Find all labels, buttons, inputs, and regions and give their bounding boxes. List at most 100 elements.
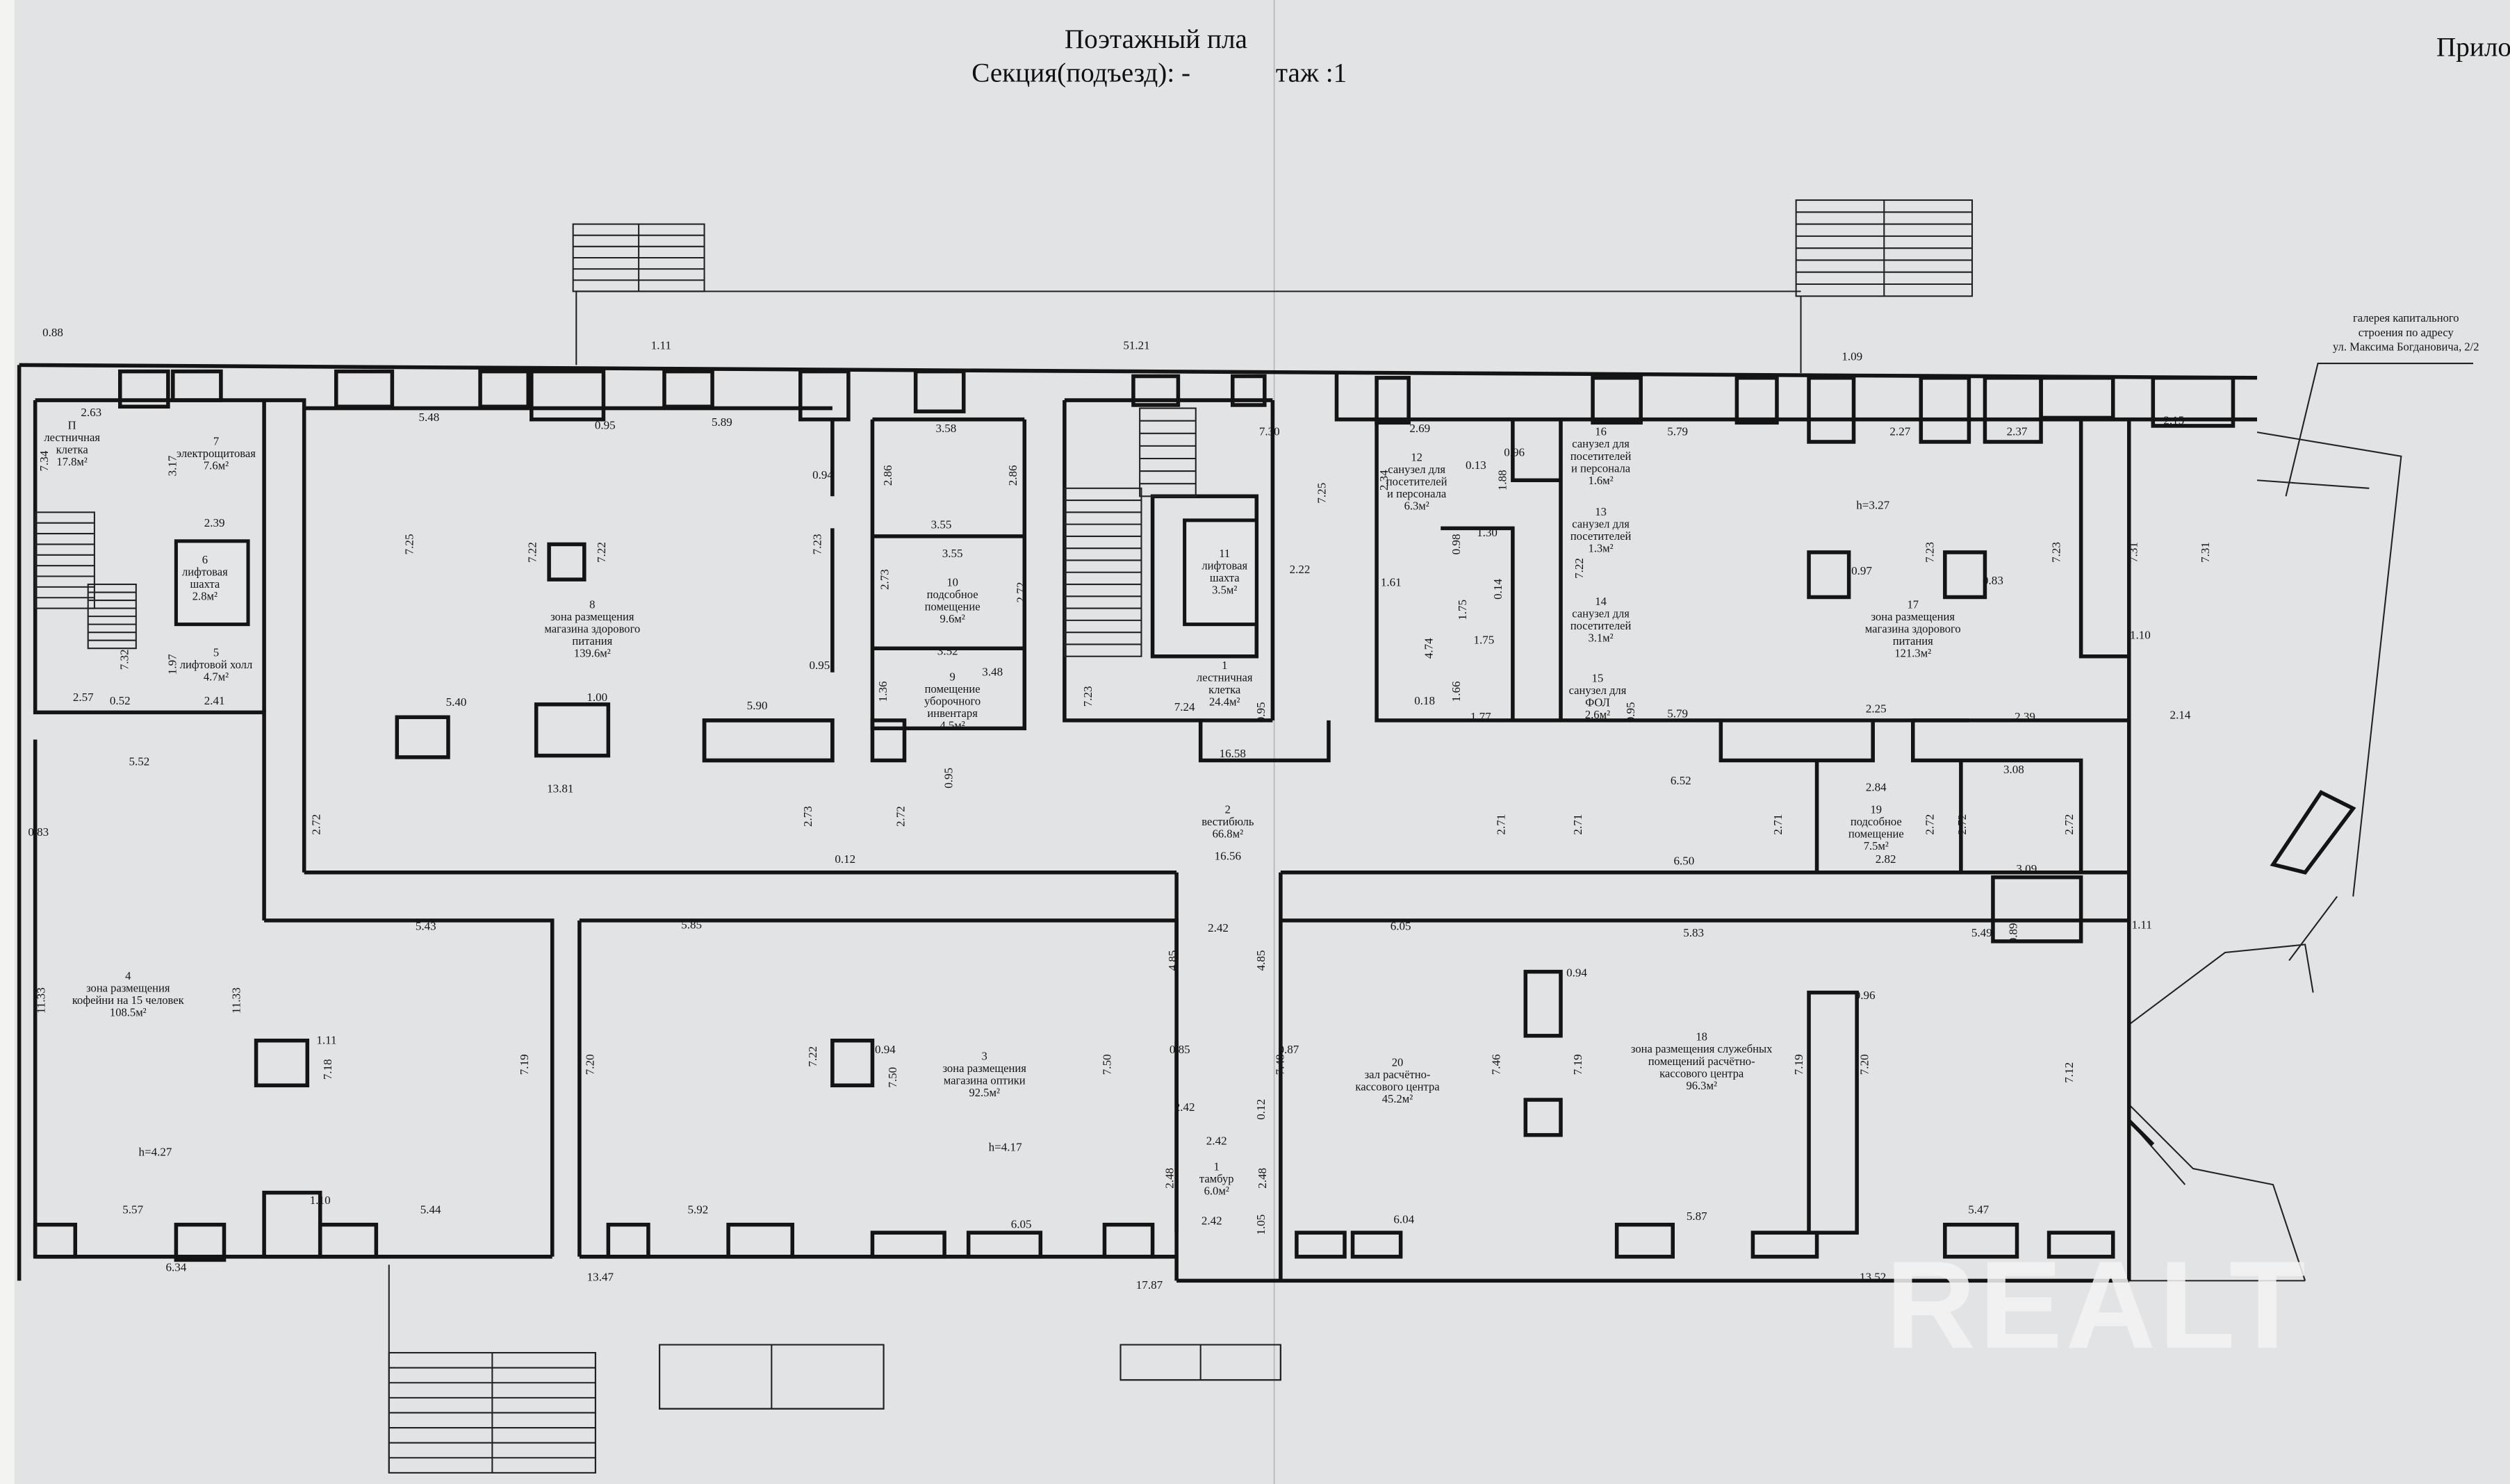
dimension-label: 13.81 — [547, 782, 573, 795]
dimension-label: 5.47 — [1968, 1203, 1989, 1217]
room-number: 14 — [1595, 595, 1607, 608]
dimension-label: 3.09 — [2016, 862, 2037, 875]
room-name: лифтовой холл — [180, 658, 252, 671]
room-number: 1 — [1214, 1160, 1220, 1173]
room-name: зал расчётно- — [1365, 1068, 1431, 1081]
dimension-label-vertical: 0.14 — [1491, 579, 1504, 600]
wall-pier — [1350, 1230, 1403, 1259]
room-area: 66.8м² — [1213, 827, 1243, 841]
gallery-note-line: ул. Максима Богдановича, 2/2 — [2333, 340, 2479, 354]
dimension-label-vertical: 2.72 — [1014, 582, 1027, 603]
dimension-label-vertical: 2.72 — [1923, 814, 1937, 835]
dimension-label: 1.11 — [2132, 918, 2152, 931]
dimension-label-vertical: 7.23 — [1081, 686, 1094, 707]
room-area: 1.6м² — [1588, 474, 1613, 487]
dimension-label: 2.25 — [1866, 702, 1887, 715]
dimension-label-vertical: 0.95 — [942, 768, 955, 789]
dimension-label-vertical: 7.31 — [2126, 542, 2140, 563]
ceiling-height: h=4.27 — [138, 1146, 172, 1159]
room-name: санузел для — [1569, 684, 1627, 697]
dimension-label-vertical: 7.25 — [402, 534, 416, 555]
room-name: ФОЛ — [1585, 696, 1610, 709]
dimension-label-vertical: 4.74 — [1422, 638, 1436, 659]
dimension-label: 17.87 — [1136, 1278, 1163, 1292]
wall-pier — [606, 1222, 650, 1259]
column — [547, 542, 587, 582]
dimension-label: 5.48 — [418, 411, 439, 424]
wall-pier — [726, 1222, 795, 1259]
stair-flight — [1139, 407, 1197, 497]
dimension-label: 13.52 — [1860, 1270, 1886, 1283]
room-area: 4.5м² — [940, 718, 965, 732]
dimension-label-vertical: 7.19 — [1792, 1054, 1805, 1075]
room-name: кофейни на 15 человек — [72, 994, 185, 1007]
dimension-label-vertical: 7.20 — [584, 1054, 597, 1075]
dimension-label-vertical: 4.85 — [1254, 950, 1268, 971]
dimension-label: 0.95 — [595, 419, 616, 432]
dimension-label-vertical: 1.88 — [1496, 470, 1509, 490]
room-name: инвентаря — [927, 707, 978, 720]
wall-pier — [662, 369, 714, 409]
dimension-label: 1.09 — [1842, 349, 1862, 363]
room-number: 8 — [589, 598, 595, 611]
dimension-label: 51.21 — [1123, 338, 1149, 352]
dimension-label-vertical: 2.86 — [1006, 465, 1019, 486]
wall-pier — [530, 369, 606, 422]
wall-pier — [1230, 374, 1267, 407]
room-number: 18 — [1696, 1030, 1707, 1044]
dimension-label-vertical: 7.23 — [1923, 542, 1937, 563]
dimension-label: 1.30 — [1477, 526, 1498, 539]
room-name: лестничная — [44, 431, 100, 444]
room-name: кассового центра — [1355, 1080, 1440, 1094]
dimension-label: 3.52 — [937, 644, 958, 657]
dimension-label-vertical: 7.19 — [518, 1054, 531, 1075]
dimension-label-vertical: 2.48 — [1256, 1168, 1269, 1189]
room-name: питания — [1893, 634, 1933, 648]
room-name: тамбур — [1199, 1172, 1234, 1185]
dimension-label-vertical: 0.98 — [1450, 534, 1463, 555]
dimension-label-vertical: 2.71 — [1571, 814, 1584, 835]
room-number: 10 — [946, 575, 958, 588]
room-area: 1.3м² — [1588, 541, 1613, 554]
room-name: помещение — [925, 682, 981, 695]
dimension-label-vertical: 7.48 — [1273, 1054, 1286, 1075]
room-name: помещение — [925, 600, 981, 613]
dimension-label: 6.05 — [1011, 1217, 1032, 1230]
dimension-label: 1.11 — [316, 1033, 336, 1046]
interior-stairs — [34, 407, 1197, 657]
room-name: посетителей — [1570, 619, 1632, 632]
dimension-label: 1.10 — [310, 1194, 331, 1207]
dimension-label: 2.41 — [204, 694, 225, 707]
wall-pier — [2151, 376, 2236, 428]
room-name: клетка — [1208, 683, 1241, 696]
room-name: помещение — [1848, 827, 1904, 841]
room-name: лифтовая — [182, 566, 228, 579]
column — [1991, 875, 2083, 943]
dimension-label: 2.14 — [2170, 709, 2191, 722]
dimension-label-vertical: 4.85 — [1166, 950, 1179, 971]
room-name: шахта — [190, 577, 220, 591]
room-area: 96.3м² — [1686, 1079, 1716, 1092]
dimension-label: 2.42 — [1208, 921, 1229, 934]
dimension-label: 5.90 — [747, 699, 768, 712]
dimension-label-vertical: 7.23 — [2050, 542, 2063, 563]
dimension-label: 2.42 — [1206, 1135, 1227, 1148]
dimension-label: 1.75 — [1474, 633, 1495, 646]
paper-edge — [0, 0, 15, 1484]
dimension-label-vertical: 7.22 — [806, 1046, 819, 1067]
room-number: 3 — [982, 1049, 987, 1062]
dimension-label-vertical: 0.95 — [1254, 702, 1268, 723]
room-area: 7.6м² — [204, 459, 229, 472]
dimension-label-vertical: 2.72 — [310, 814, 323, 835]
wall-piers — [33, 369, 2236, 1262]
dimension-label-vertical: 7.12 — [2062, 1062, 2076, 1083]
wall-pier — [870, 1230, 946, 1259]
dimension-label-vertical: 7.23 — [811, 534, 824, 555]
room-name: подсобное — [1851, 815, 1902, 828]
